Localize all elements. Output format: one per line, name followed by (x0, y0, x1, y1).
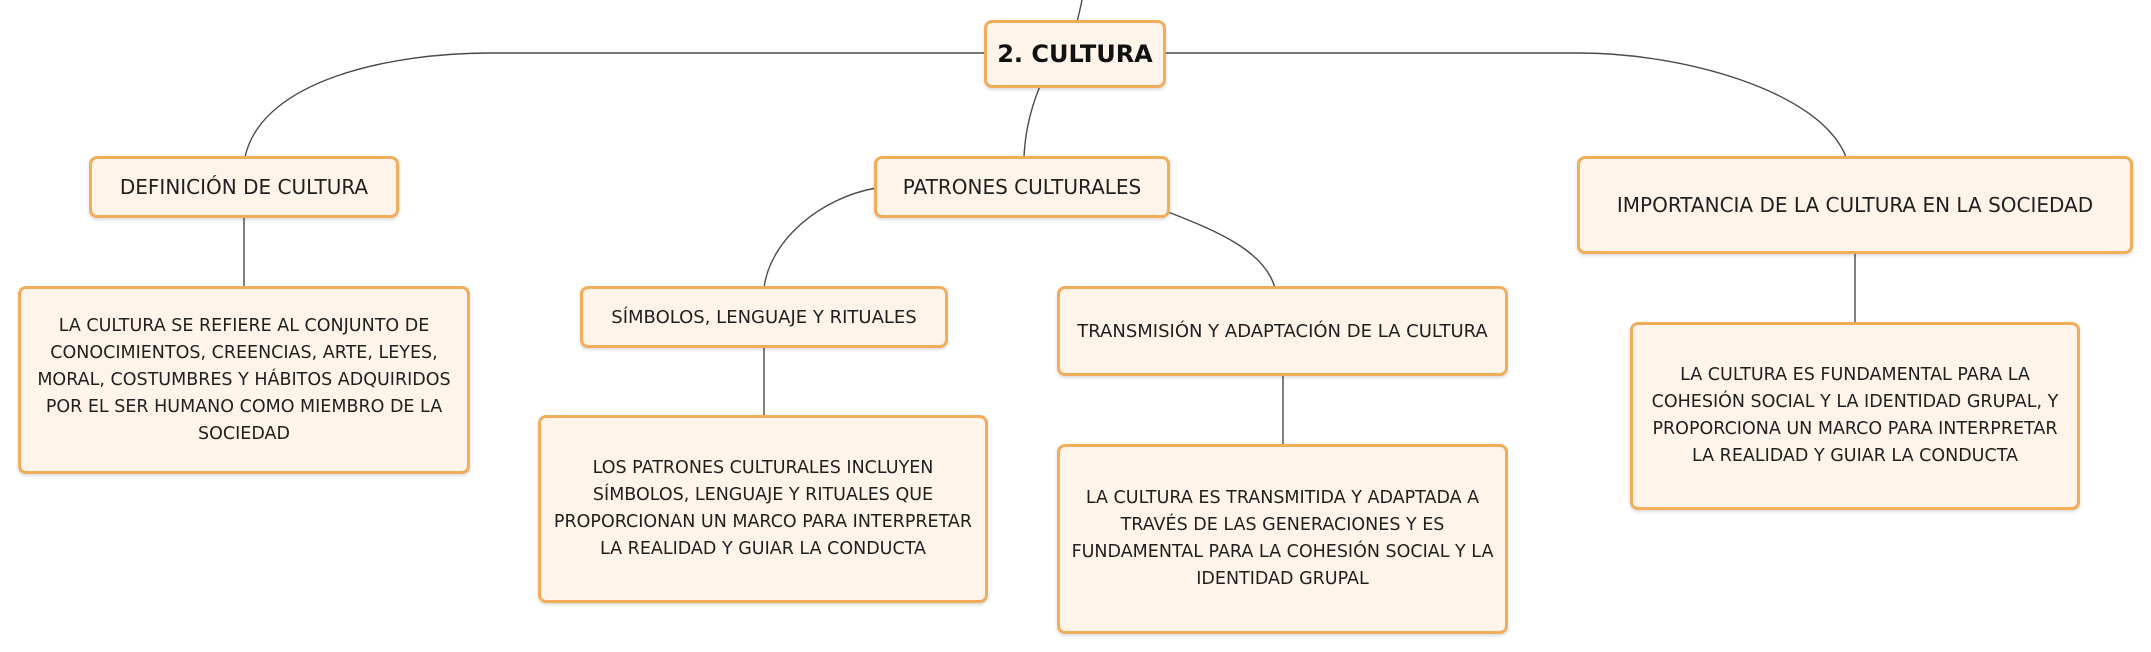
connector-patrones-to-simbolos (763, 187, 877, 289)
connector-root-to-definicion (244, 52, 984, 158)
detail-transmision-text: LA CULTURA ES TRANSMITIDA Y ADAPTADA A T… (1071, 488, 1494, 589)
root-node[interactable]: 2. CULTURA (984, 20, 1166, 88)
subtopic-transmision-label: TRANSMISIÓN Y ADAPTACIÓN DE LA CULTURA (1077, 320, 1488, 342)
connector-root-to-importancia (1166, 52, 1847, 158)
detail-importancia-text: LA CULTURA ES FUNDAMENTAL PARA LA COHESI… (1651, 365, 2059, 466)
subtopic-simbolos-label: SÍMBOLOS, LENGUAJE Y RITUALES (611, 306, 917, 328)
connector-parent-to-root (1076, 0, 1083, 23)
detail-simbolos[interactable]: LOS PATRONES CULTURALES INCLUYEN SÍMBOLO… (538, 415, 988, 603)
topic-patrones[interactable]: PATRONES CULTURALES (874, 156, 1170, 218)
detail-definicion-text: LA CULTURA SE REFIERE AL CONJUNTO DE CON… (37, 315, 451, 444)
topic-patrones-label: PATRONES CULTURALES (902, 175, 1142, 199)
connector-root-to-patrones (1023, 85, 1041, 158)
subtopic-simbolos[interactable]: SÍMBOLOS, LENGUAJE Y RITUALES (580, 286, 948, 348)
detail-importancia[interactable]: LA CULTURA ES FUNDAMENTAL PARA LA COHESI… (1630, 322, 2080, 510)
topic-importancia-label: IMPORTANCIA DE LA CULTURA EN LA SOCIEDAD (1616, 193, 2094, 217)
topic-definicion-label: DEFINICIÓN DE CULTURA (119, 175, 369, 199)
detail-simbolos-text: LOS PATRONES CULTURALES INCLUYEN SÍMBOLO… (553, 458, 973, 559)
topic-importancia[interactable]: IMPORTANCIA DE LA CULTURA EN LA SOCIEDAD (1577, 156, 2133, 254)
subtopic-transmision[interactable]: TRANSMISIÓN Y ADAPTACIÓN DE LA CULTURA (1057, 286, 1508, 376)
detail-transmision[interactable]: LA CULTURA ES TRANSMITIDA Y ADAPTADA A T… (1057, 444, 1508, 634)
detail-definicion[interactable]: LA CULTURA SE REFIERE AL CONJUNTO DE CON… (18, 286, 470, 474)
topic-definicion[interactable]: DEFINICIÓN DE CULTURA (89, 156, 399, 218)
connector-patrones-to-transmision (1167, 211, 1276, 289)
root-node-label: 2. CULTURA (997, 40, 1153, 68)
